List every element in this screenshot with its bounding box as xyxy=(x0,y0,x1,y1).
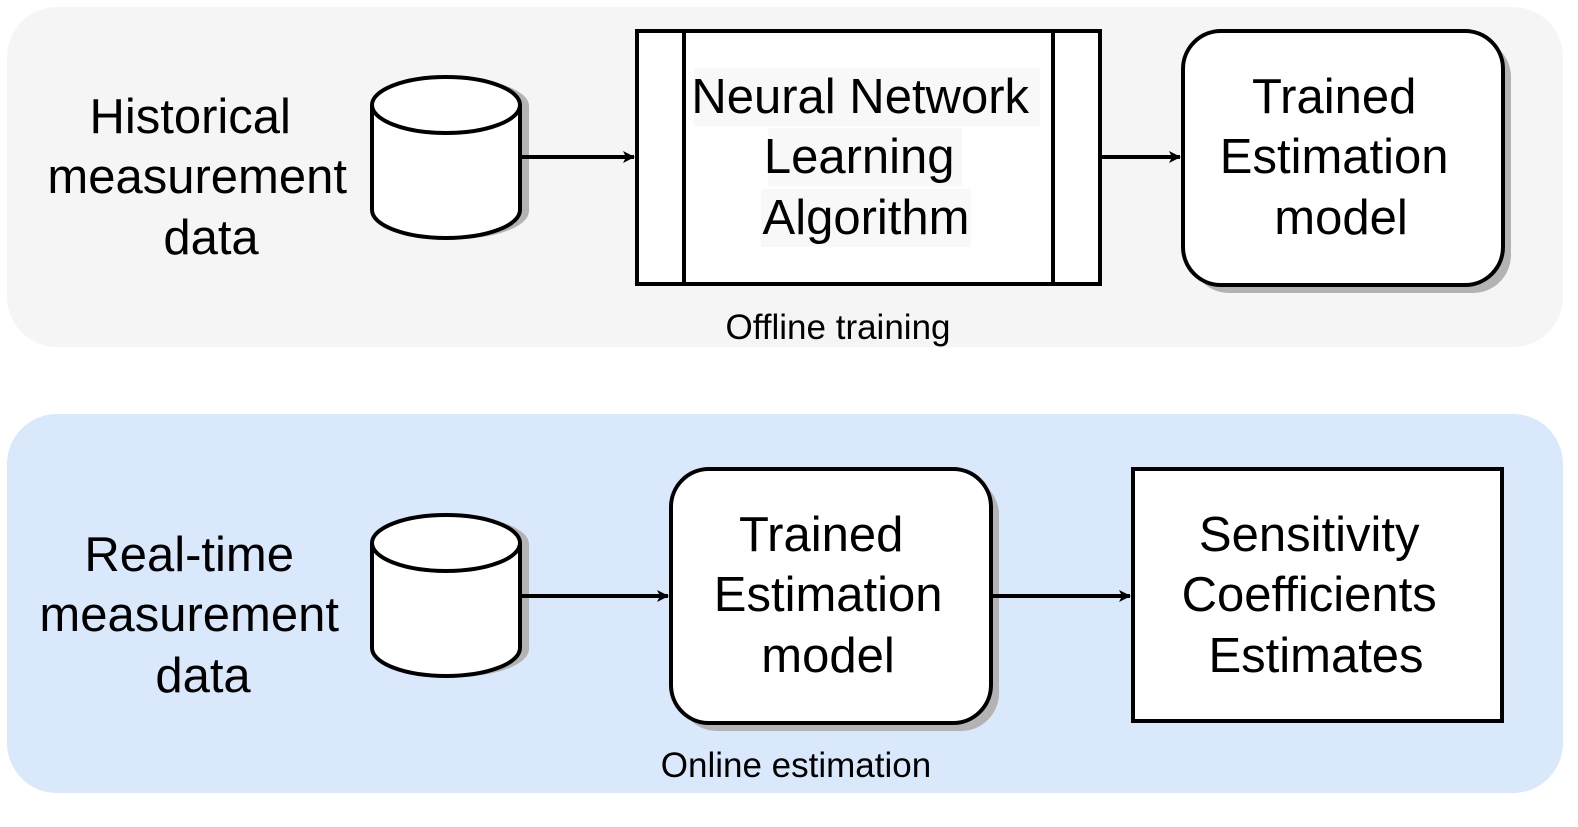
database-cylinder-icon xyxy=(370,75,529,240)
neural-network-algorithm-box: Neural Network Learning Algorithm xyxy=(635,29,1102,286)
offline-model-label: Trained Estimation model xyxy=(1220,70,1462,245)
online-trained-model-box: Trained Estimation model xyxy=(669,467,999,731)
sensitivity-estimates-box: Sensitivity Coefficients Estimates xyxy=(1131,467,1504,723)
database-cylinder-icon xyxy=(370,513,529,678)
historical-data-label: Historical measurement data xyxy=(47,90,360,265)
online-model-label: Trained Estimation model xyxy=(714,508,956,683)
offline-training-panel: Historical measurement data Neural Netwo… xyxy=(7,7,1563,347)
sensitivity-estimates-label: Sensitivity Coefficients Estimates xyxy=(1182,508,1451,683)
realtime-data-label: Real-time measurement data xyxy=(39,528,352,703)
offline-training-caption: Offline training xyxy=(725,308,950,347)
online-estimation-caption: Online estimation xyxy=(661,746,931,785)
offline-trained-model-box: Trained Estimation model xyxy=(1181,29,1511,293)
online-estimation-panel: Real-time measurement data Trained Estim… xyxy=(7,414,1563,793)
algorithm-box-label: Neural Network Learning Algorithm xyxy=(691,70,1042,245)
